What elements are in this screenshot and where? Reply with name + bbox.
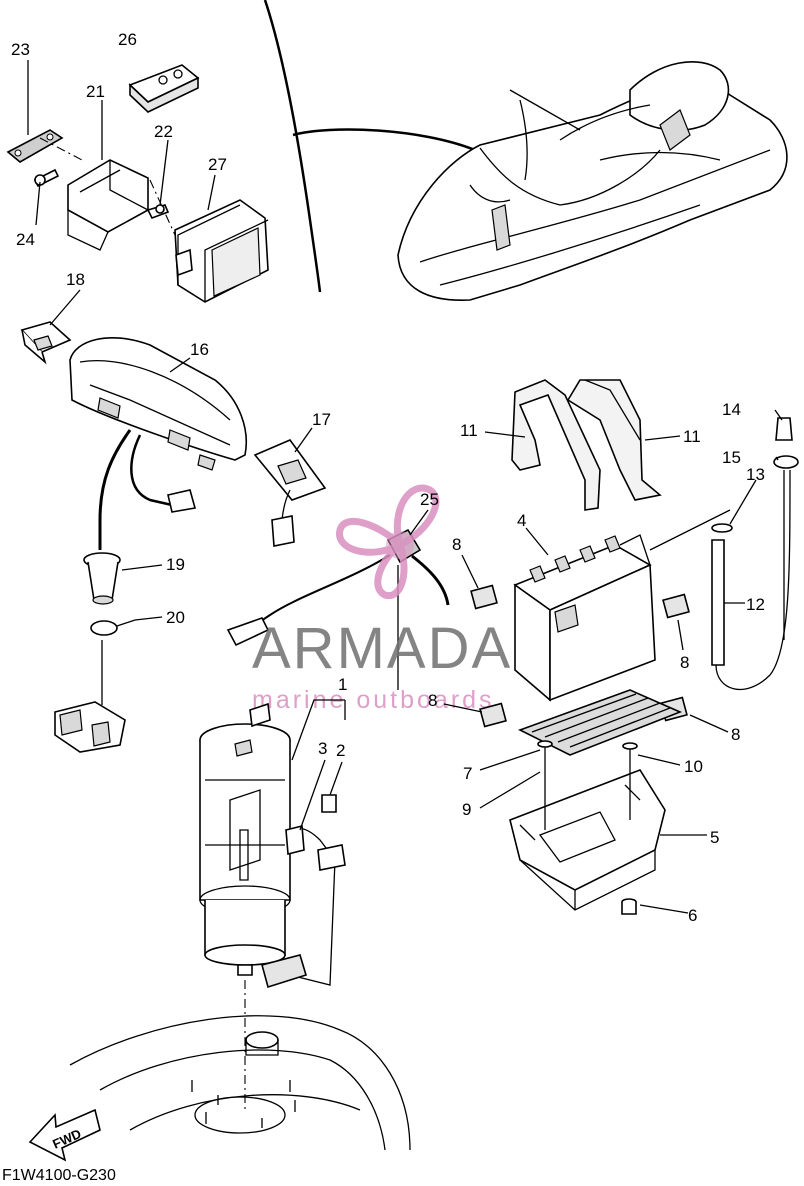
clamp-20 xyxy=(90,619,136,636)
callout-13: 13 xyxy=(746,465,765,484)
assembly-line-fob xyxy=(39,137,176,236)
callout-7: 7 xyxy=(463,764,472,783)
callout-5: 5 xyxy=(710,828,719,847)
callout-8-b: 8 xyxy=(680,653,689,672)
switch-17 xyxy=(253,439,327,547)
callout-18: 18 xyxy=(66,270,85,289)
callout-8-a: 8 xyxy=(452,535,461,554)
leader-to-watercraft xyxy=(292,128,476,152)
battery-4 xyxy=(513,534,656,702)
callout-4: 4 xyxy=(517,511,526,530)
grommet-19 xyxy=(83,552,121,605)
callout-12: 12 xyxy=(746,595,765,614)
pad-8a xyxy=(470,584,498,610)
leader-lines xyxy=(27,60,783,914)
breather-hose-12 xyxy=(711,469,791,691)
fuel-pump-wire xyxy=(261,794,346,989)
battery-strap-11 xyxy=(511,379,662,511)
switch-18 xyxy=(20,321,72,365)
callout-21: 21 xyxy=(86,82,105,101)
callout-23: 23 xyxy=(11,40,30,59)
callout-6: 6 xyxy=(688,906,697,925)
watermark-tagline: marine outboards xyxy=(252,686,495,714)
receiver-27 xyxy=(174,199,269,303)
watercraft-illustration xyxy=(397,61,788,301)
screw-22 xyxy=(146,204,170,220)
callout-17: 17 xyxy=(312,410,331,429)
callout-8-d: 8 xyxy=(731,725,740,744)
callout-2: 2 xyxy=(336,741,345,760)
callout-27: 27 xyxy=(208,155,227,174)
fitting-14 xyxy=(775,417,793,441)
callout-15: 15 xyxy=(722,448,741,467)
pad-8b xyxy=(662,593,690,619)
plate-23 xyxy=(6,129,64,163)
callout-10: 10 xyxy=(684,757,703,776)
callout-20: 20 xyxy=(166,608,185,627)
bracket-21 xyxy=(67,159,149,251)
callout-9: 9 xyxy=(462,800,471,819)
watermark-propeller-icon xyxy=(336,484,440,600)
pad-8c xyxy=(479,702,507,728)
callout-labels: 23 26 21 22 27 24 18 16 17 19 20 25 11 1… xyxy=(11,30,765,925)
diagram-code: F1W4100-G230 xyxy=(2,1167,116,1184)
callout-26: 26 xyxy=(118,30,137,49)
callout-22: 22 xyxy=(154,122,173,141)
callout-14: 14 xyxy=(722,400,741,419)
callout-8-c: 8 xyxy=(428,691,437,710)
fwd-direction-arrow: FWD xyxy=(28,1108,101,1162)
section-divider-line xyxy=(263,0,322,293)
clamp-15 xyxy=(773,455,799,469)
callout-3: 3 xyxy=(318,739,327,758)
callout-11-left: 11 xyxy=(460,421,478,440)
callout-24: 24 xyxy=(16,230,35,249)
callout-25: 25 xyxy=(420,490,439,509)
callout-11-right: 11 xyxy=(683,427,701,446)
meter-16 xyxy=(69,337,247,471)
battery-box-5 xyxy=(509,769,666,911)
screw-24 xyxy=(33,168,60,188)
fuel-pump-1 xyxy=(199,702,291,976)
clip-13 xyxy=(711,523,733,533)
battery-mat-7 xyxy=(517,689,683,756)
callout-16: 16 xyxy=(190,340,209,359)
damper-6 xyxy=(621,898,637,915)
bolt-10 xyxy=(622,742,638,820)
callout-19: 19 xyxy=(166,555,185,574)
callout-1: 1 xyxy=(338,675,347,694)
wiring-harness xyxy=(54,429,197,753)
key-fob-26 xyxy=(128,64,200,113)
bolt-9 xyxy=(537,740,553,830)
watermark-logo: ARMADA marine outboards xyxy=(252,484,512,714)
watermark-brand: ARMADA xyxy=(252,616,512,681)
fuel-tank-hull xyxy=(69,980,411,1151)
